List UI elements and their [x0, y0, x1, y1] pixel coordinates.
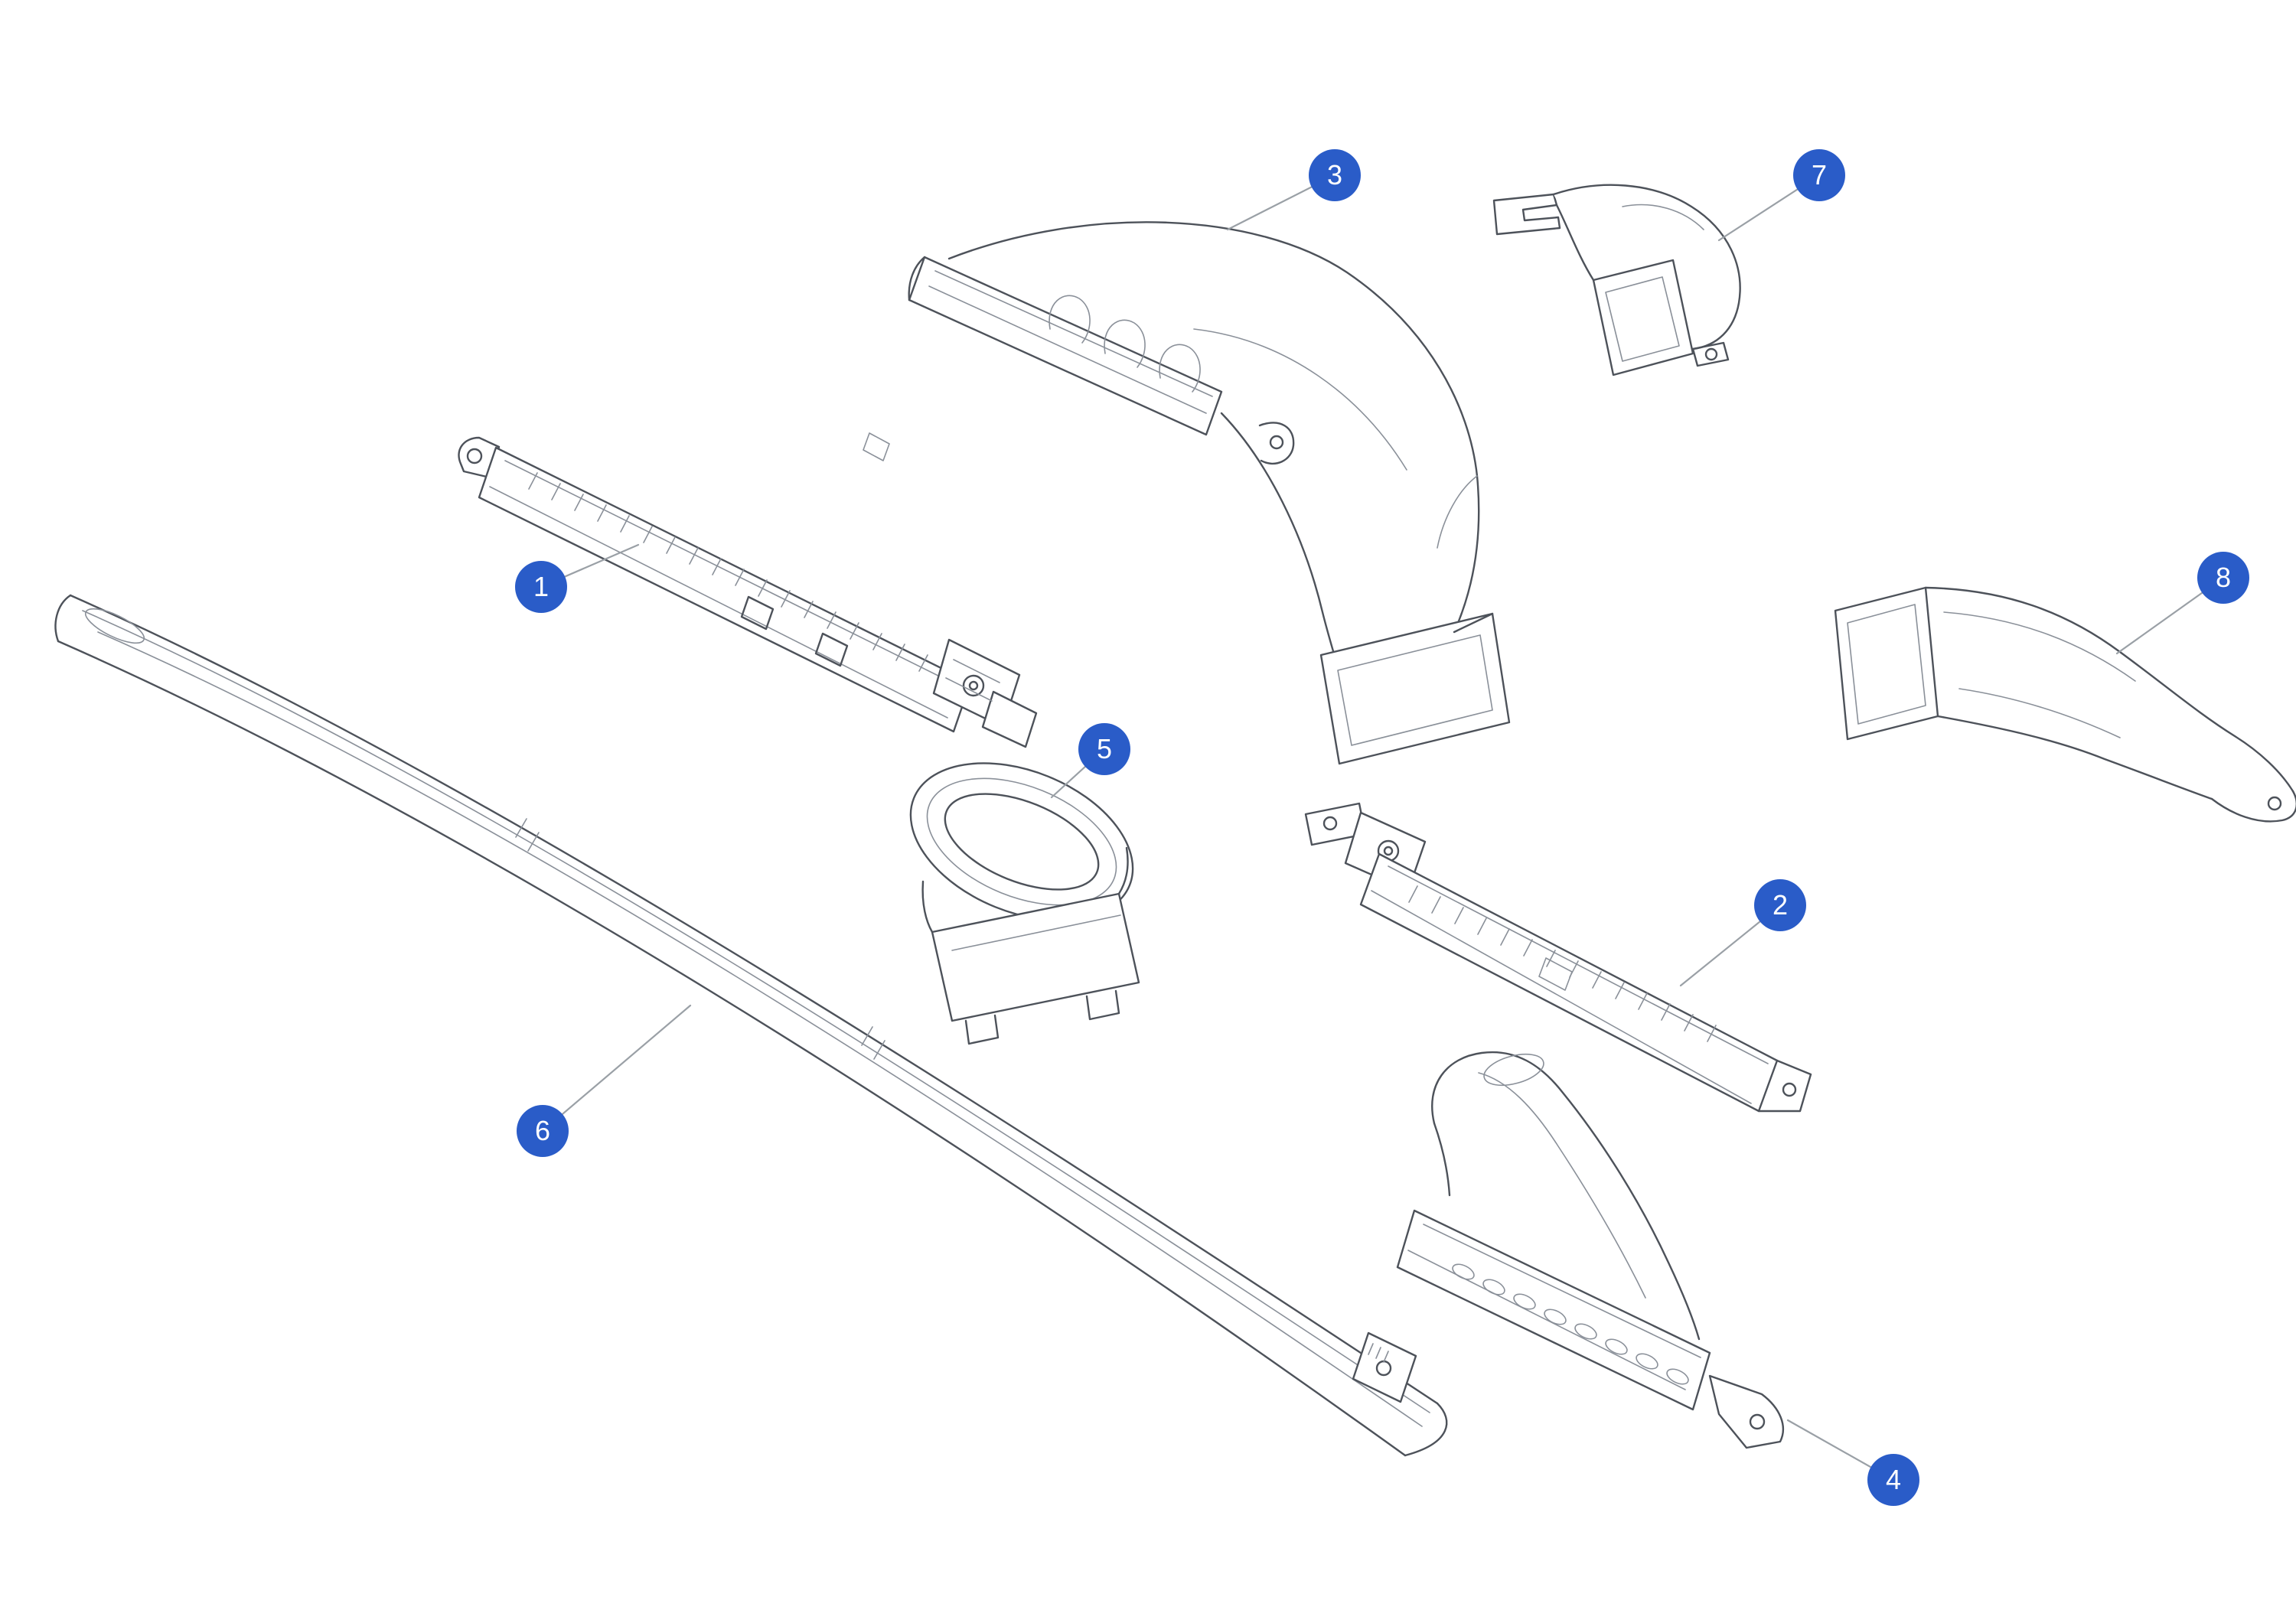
- callout-2[interactable]: 2: [1754, 879, 1806, 931]
- part-8-illustration: [1834, 586, 2296, 823]
- part-3-illustration: [908, 221, 1511, 765]
- callout-6[interactable]: 6: [517, 1105, 569, 1157]
- callout-7[interactable]: 7: [1793, 149, 1845, 201]
- part-4-illustration: [1396, 1051, 1784, 1449]
- callout-4[interactable]: 4: [1867, 1454, 1919, 1506]
- part-7-illustration: [1492, 184, 1741, 376]
- part-2-illustration: [1304, 802, 1812, 1113]
- part-6-illustration: [54, 594, 1448, 1457]
- part-5-illustration: [909, 762, 1140, 1045]
- part-1-illustration: [458, 432, 1038, 748]
- callout-1[interactable]: 1: [515, 561, 567, 613]
- callout-5[interactable]: 5: [1078, 723, 1130, 775]
- callout-3[interactable]: 3: [1309, 149, 1361, 201]
- leader-line-6: [541, 1004, 692, 1133]
- callout-8[interactable]: 8: [2197, 552, 2249, 604]
